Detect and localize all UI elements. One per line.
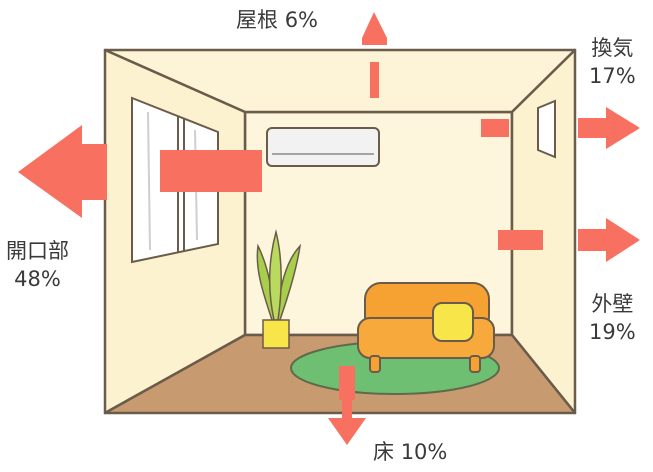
label-openings-name: 開口部: [6, 239, 69, 263]
label-outer-wall: 外壁 19%: [589, 290, 636, 346]
arrow-openings: [18, 125, 262, 218]
label-ventilation-name: 換気: [591, 36, 634, 60]
label-floor: 床 10%: [373, 438, 447, 466]
label-roof: 屋根 6%: [236, 6, 318, 34]
label-openings-pct: 48%: [14, 267, 61, 291]
plant: [256, 231, 302, 349]
label-floor-name: 床: [373, 440, 401, 464]
label-openings: 開口部 48%: [6, 237, 69, 293]
vent: [537, 99, 556, 159]
arrow-ventilation: [481, 107, 640, 149]
heat-arrows: [18, 12, 640, 445]
sofa: [357, 282, 495, 373]
label-outer-wall-name: 外壁: [591, 292, 634, 316]
arrow-roof: [362, 12, 387, 98]
arrow-outer-wall: [498, 218, 640, 262]
arrow-floor: [328, 366, 366, 445]
label-ventilation: 換気 17%: [589, 34, 636, 90]
label-floor-pct: 10%: [400, 440, 448, 464]
label-roof-pct: 6%: [284, 8, 319, 32]
air-conditioner: [266, 127, 380, 167]
label-outer-wall-pct: 19%: [589, 320, 636, 344]
label-roof-name: 屋根: [236, 8, 285, 32]
label-ventilation-pct: 17%: [589, 64, 636, 88]
